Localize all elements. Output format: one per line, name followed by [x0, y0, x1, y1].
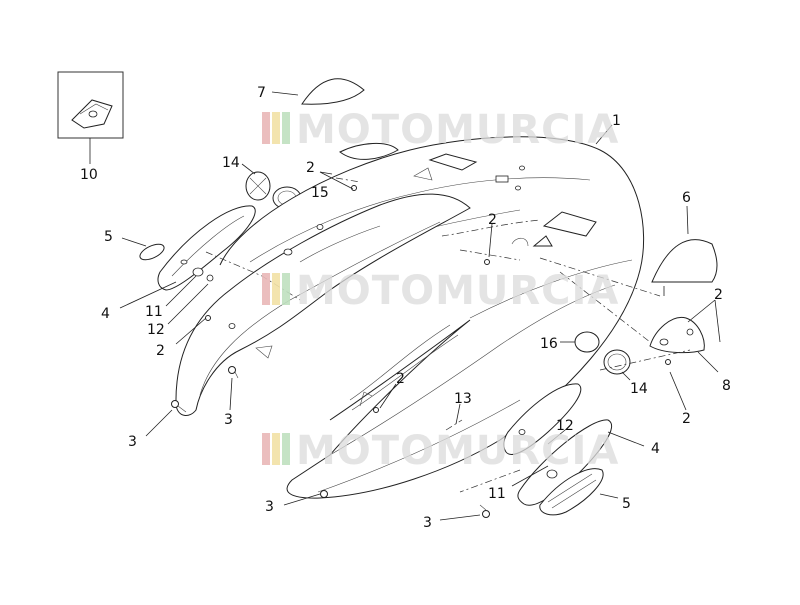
- left-light-assembly: [119, 205, 256, 325]
- callout-3-left: 3: [128, 434, 137, 450]
- callout-7: 7: [257, 85, 266, 101]
- watermark-text: MOTOMURCIA: [296, 107, 619, 153]
- callout-11-right: 11: [488, 486, 506, 502]
- part-10-inset: [57, 71, 124, 164]
- screw: [479, 504, 490, 518]
- right-lower-panel: [349, 324, 459, 411]
- screw: [351, 185, 357, 191]
- callout-2-top: 2: [306, 160, 315, 176]
- watermark-bottom: MOTOMURCIA: [262, 428, 619, 474]
- watermark-top: MOTOMURCIA: [262, 107, 619, 153]
- screw: [320, 490, 328, 498]
- part-6-lens: [651, 205, 718, 296]
- callout-3-bottom: 3: [423, 515, 432, 531]
- callout-3-bottom-left: 3: [265, 499, 274, 515]
- callout-14-right: 14: [630, 381, 648, 397]
- part-8-bracket: [649, 299, 721, 411]
- screw: [228, 366, 239, 379]
- right-light-assembly: [503, 383, 645, 516]
- watermark-text: MOTOMURCIA: [296, 268, 619, 314]
- callout-2-lower: 2: [396, 371, 405, 387]
- callout-16: 16: [540, 336, 558, 352]
- callout-2-right: 2: [714, 287, 723, 303]
- watermark-text: MOTOMURCIA: [296, 428, 619, 474]
- callout-2-lower-right: 2: [682, 411, 691, 427]
- callout-14-left: 14: [222, 155, 240, 171]
- screw: [484, 259, 490, 265]
- callout-5-right: 5: [622, 496, 631, 512]
- callout-2-left: 2: [156, 343, 165, 359]
- callout-1: 1: [612, 113, 621, 129]
- callout-13: 13: [454, 391, 472, 407]
- screw: [205, 315, 211, 321]
- screw: [373, 407, 379, 413]
- callout-10: 10: [80, 167, 98, 183]
- callout-4-left: 4: [101, 306, 110, 322]
- callout-2-center: 2: [488, 212, 497, 228]
- callout-8: 8: [722, 378, 731, 394]
- callout-12-left: 12: [147, 322, 165, 338]
- callout-6: 6: [682, 190, 691, 206]
- watermark-middle: MOTOMURCIA: [262, 268, 619, 314]
- screw: [171, 400, 187, 413]
- part-7-lens: [271, 78, 365, 105]
- callout-12-right: 12: [556, 418, 574, 434]
- leader-lines: [145, 124, 613, 521]
- callout-11-left: 11: [145, 304, 163, 320]
- left-side-panel: [175, 193, 471, 416]
- callout-15: 15: [311, 185, 329, 201]
- screw: [665, 359, 671, 365]
- panel-details: [339, 142, 597, 247]
- callout-5-left: 5: [104, 229, 113, 245]
- callout-3-mid: 3: [224, 412, 233, 428]
- callout-4-right: 4: [651, 441, 660, 457]
- callout-numbers: 1 7 10 14 15 2 2 5 4 11 12 2 3 3 6 2 8 1…: [80, 85, 731, 531]
